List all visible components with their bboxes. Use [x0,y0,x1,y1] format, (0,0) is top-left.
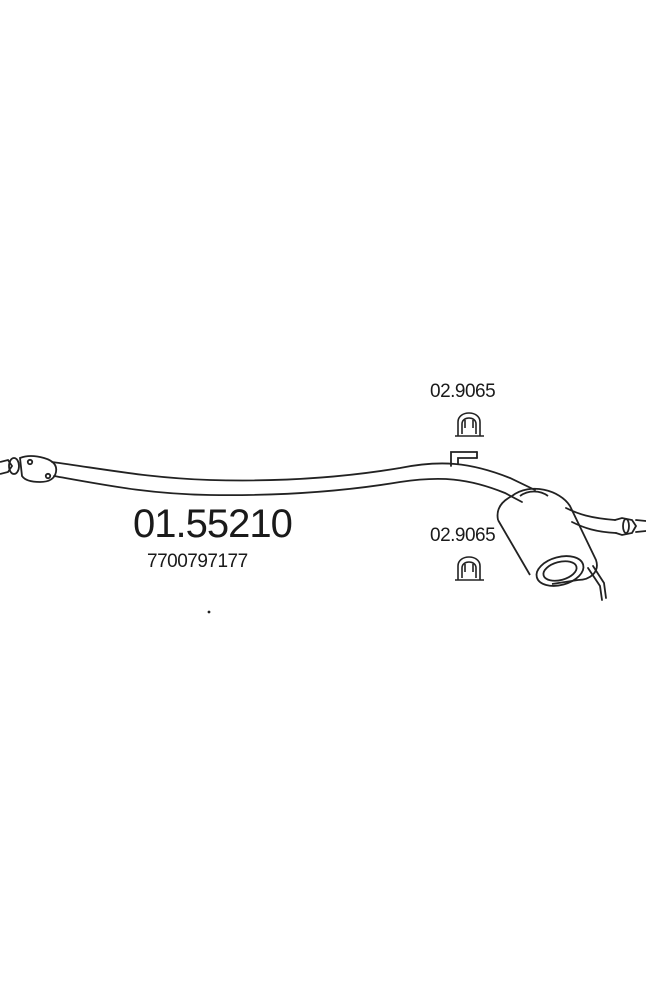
clamp-label-top: 02.9065 [430,381,496,402]
part-number: 01.55210 [133,502,293,546]
clamp-icon-top [455,412,484,437]
pipe-hanger [450,451,478,467]
inlet-flange [0,455,58,483]
rear-muffler [496,487,598,587]
oem-number: 7700797177 [147,551,248,572]
outlet-pipe [565,507,646,536]
main-pipe [51,461,536,503]
muffler-hanger [587,565,607,601]
clamp-label-bottom: 02.9065 [430,525,496,546]
clamp-icon-bottom [455,556,484,581]
dot-mark [207,610,211,614]
